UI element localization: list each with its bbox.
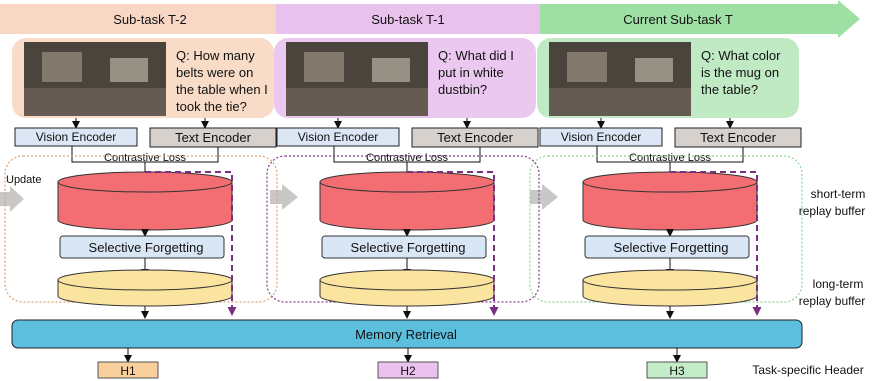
task1-text-encoder [149,127,277,148]
banner-segment-t2 [0,4,276,34]
task2-question-line: put in white [438,65,504,80]
task2-text-encoder-label: Text Encoder [437,130,514,145]
task2-selective-forgetting-label: Selective Forgetting [351,240,466,255]
transition-arrow-1 [270,184,298,210]
task3-question-line: Q: What color [701,48,781,63]
task2-header-label: H2 [400,364,416,378]
task2-vision-encoder [276,127,400,147]
task3-selective-forgetting [584,235,750,259]
task3-contrastive-loss-label: Contrastive Loss [629,152,711,164]
task3-video-floor [549,88,691,116]
task3-text-encoder [674,127,802,148]
task1-vision-encoder [14,127,138,147]
task1-contrastive-loss-label: Contrastive Loss [104,152,186,164]
task1-header-box [97,361,159,379]
long-term-label-2: replay buffer [799,294,866,308]
memory-retrieval-bar [11,319,803,349]
task3-video-object-2 [635,58,673,82]
task3-vision-encoder-label: Vision Encoder [561,130,642,144]
memory-retrieval-label: Memory Retrieval [355,327,457,342]
task2-header-box [377,361,439,379]
task3-question-line: the table? [701,82,758,97]
update-label: Update [6,174,41,186]
task1-video-object [42,52,82,82]
task3-video-object [567,52,607,82]
task2-contrastive-loss-label: Contrastive Loss [366,152,448,164]
task1-short-term-buffer-top [57,171,233,193]
task1-video-object-2 [110,58,148,82]
task2-selective-forgetting [321,235,487,259]
task1-dashed-retrieval-path [145,171,237,316]
transition-arrow-2 [530,184,558,210]
task2-short-term-buffer-top [319,171,495,193]
subtask-banner: Sub-task T-2 Sub-task T-1 Current Sub-ta… [0,0,860,38]
task1-long-term-buffer-top [57,269,233,291]
task3-header-box [646,361,708,379]
task2-vision-encoder-label: Vision Encoder [298,130,379,144]
short-term-label-2: replay buffer [799,204,866,218]
banner-title-t1: Sub-task T-1 [371,12,444,27]
task1-selective-forgetting [59,235,225,259]
task3-text-encoder-label: Text Encoder [700,130,777,145]
task3-short-term-buffer-top [582,171,758,193]
task1-header-label: H1 [120,364,136,378]
task2-video-floor [286,88,428,116]
task3-selective-forgetting-label: Selective Forgetting [614,240,729,255]
task2-video-object-2 [372,58,410,82]
banner-segment-current [540,0,860,38]
task1-text-encoder-label: Text Encoder [175,130,252,145]
task3-question-line: is the mug on [701,65,779,80]
long-term-label: long-term [813,277,864,291]
task3-long-term-buffer-top [582,269,758,291]
task3-header-label: H3 [669,364,685,378]
task1-video-floor [24,88,166,116]
task2-text-encoder [411,127,539,148]
task-header-label: Task-specific Header [752,363,863,377]
task2-video-object [304,52,344,82]
task2-dashed-retrieval-path [407,171,499,316]
banner-segment-t1 [276,4,540,34]
task1-question-line: the table when I [176,82,268,97]
task2-question-line: Q: What did I [438,48,514,63]
short-term-label: short-term [811,187,866,201]
task2-long-term-buffer-top [319,269,495,291]
task3-vision-encoder [539,127,663,147]
banner-title-current: Current Sub-task T [623,12,733,27]
task2-question-line: dustbin? [438,82,487,97]
task1-vision-encoder-label: Vision Encoder [36,130,117,144]
task3-dashed-retrieval-path [670,171,762,316]
task1-question-line: belts were on [176,65,253,80]
update-arrow [0,186,24,212]
task1-question-line: Q: How many [176,48,255,63]
task1-question-line: took the tie? [176,99,247,114]
banner-title-t2: Sub-task T-2 [113,12,186,27]
task1-selective-forgetting-label: Selective Forgetting [89,240,204,255]
